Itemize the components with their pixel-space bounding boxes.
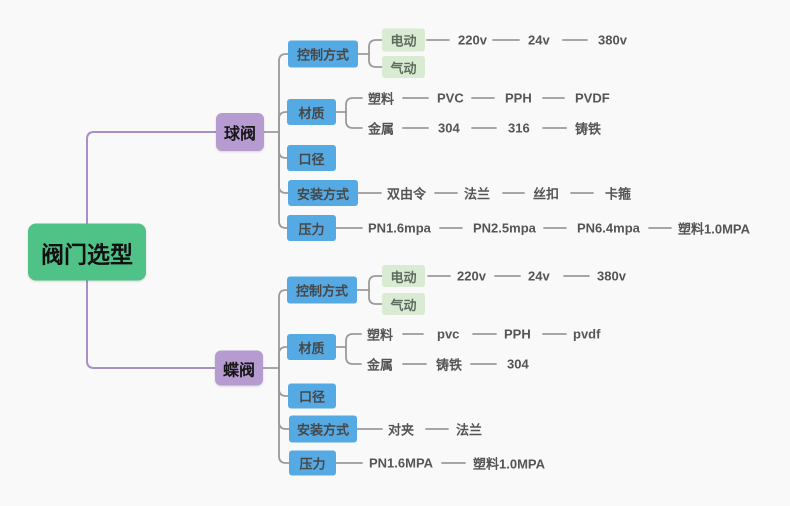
ball-cat-diameter[interactable]: 口径 [287, 145, 336, 171]
ball-304[interactable]: 304 [438, 120, 460, 136]
branch-butterfly-valve[interactable]: 蝶阀 [215, 350, 263, 386]
ball-cat-material[interactable]: 材质 [287, 99, 336, 125]
ball-plastic-10mpa[interactable]: 塑料1.0MPA [678, 221, 750, 237]
fly-220v[interactable]: 220v [457, 268, 486, 284]
fly-pvc[interactable]: pvc [437, 326, 460, 342]
ball-pn25[interactable]: PN2.5mpa [473, 220, 536, 236]
ball-metal[interactable]: 金属 [368, 121, 395, 137]
ball-opt-pneumatic[interactable]: 气动 [382, 56, 425, 78]
ball-316[interactable]: 316 [508, 120, 530, 136]
ball-pn64[interactable]: PN6.4mpa [577, 220, 640, 236]
ball-380v[interactable]: 380v [598, 32, 627, 48]
fly-cat-install[interactable]: 安装方式 [289, 415, 357, 443]
ball-clamp[interactable]: 卡箍 [605, 186, 632, 202]
fly-380v[interactable]: 380v [597, 268, 626, 284]
ball-double-union[interactable]: 双由令 [387, 186, 427, 202]
fly-wafer[interactable]: 对夹 [388, 422, 415, 438]
ball-thread[interactable]: 丝扣 [533, 186, 560, 202]
ball-opt-electric[interactable]: 电动 [382, 28, 425, 52]
fly-cat-pressure[interactable]: 压力 [289, 450, 336, 476]
fly-pph[interactable]: PPH [504, 326, 531, 342]
fly-plastic[interactable]: 塑料 [367, 327, 394, 343]
ball-cat-install[interactable]: 安装方式 [288, 180, 358, 206]
fly-opt-pneumatic[interactable]: 气动 [382, 293, 425, 315]
fly-pn16[interactable]: PN1.6MPA [369, 455, 434, 471]
fly-304[interactable]: 304 [507, 356, 529, 372]
fly-opt-electric[interactable]: 电动 [382, 265, 425, 287]
ball-plastic[interactable]: 塑料 [368, 91, 395, 107]
fly-24v[interactable]: 24v [528, 268, 550, 284]
ball-24v[interactable]: 24v [528, 32, 550, 48]
ball-pvc[interactable]: PVC [437, 90, 464, 106]
fly-flange[interactable]: 法兰 [456, 422, 483, 438]
fly-pvdf[interactable]: pvdf [573, 326, 601, 342]
ball-pvdf[interactable]: PVDF [575, 90, 610, 106]
fly-cast-iron[interactable]: 铸铁 [436, 357, 463, 373]
ball-pph[interactable]: PPH [505, 90, 532, 106]
ball-pn16[interactable]: PN1.6mpa [368, 220, 431, 236]
branch-ball-valve[interactable]: 球阀 [216, 113, 264, 151]
ball-cat-pressure[interactable]: 压力 [287, 215, 336, 241]
ball-220v[interactable]: 220v [458, 32, 487, 48]
ball-cast-iron[interactable]: 铸铁 [575, 121, 602, 137]
fly-cat-material[interactable]: 材质 [287, 334, 336, 360]
ball-cat-control[interactable]: 控制方式 [288, 40, 358, 68]
fly-plastic-10mpa[interactable]: 塑料1.0MPA [473, 456, 545, 472]
root-node[interactable]: 阀门选型 [28, 223, 146, 281]
fly-cat-diameter[interactable]: 口径 [288, 383, 336, 409]
fly-cat-control[interactable]: 控制方式 [287, 276, 357, 304]
ball-flange[interactable]: 法兰 [464, 186, 491, 202]
fly-metal[interactable]: 金属 [367, 357, 394, 373]
